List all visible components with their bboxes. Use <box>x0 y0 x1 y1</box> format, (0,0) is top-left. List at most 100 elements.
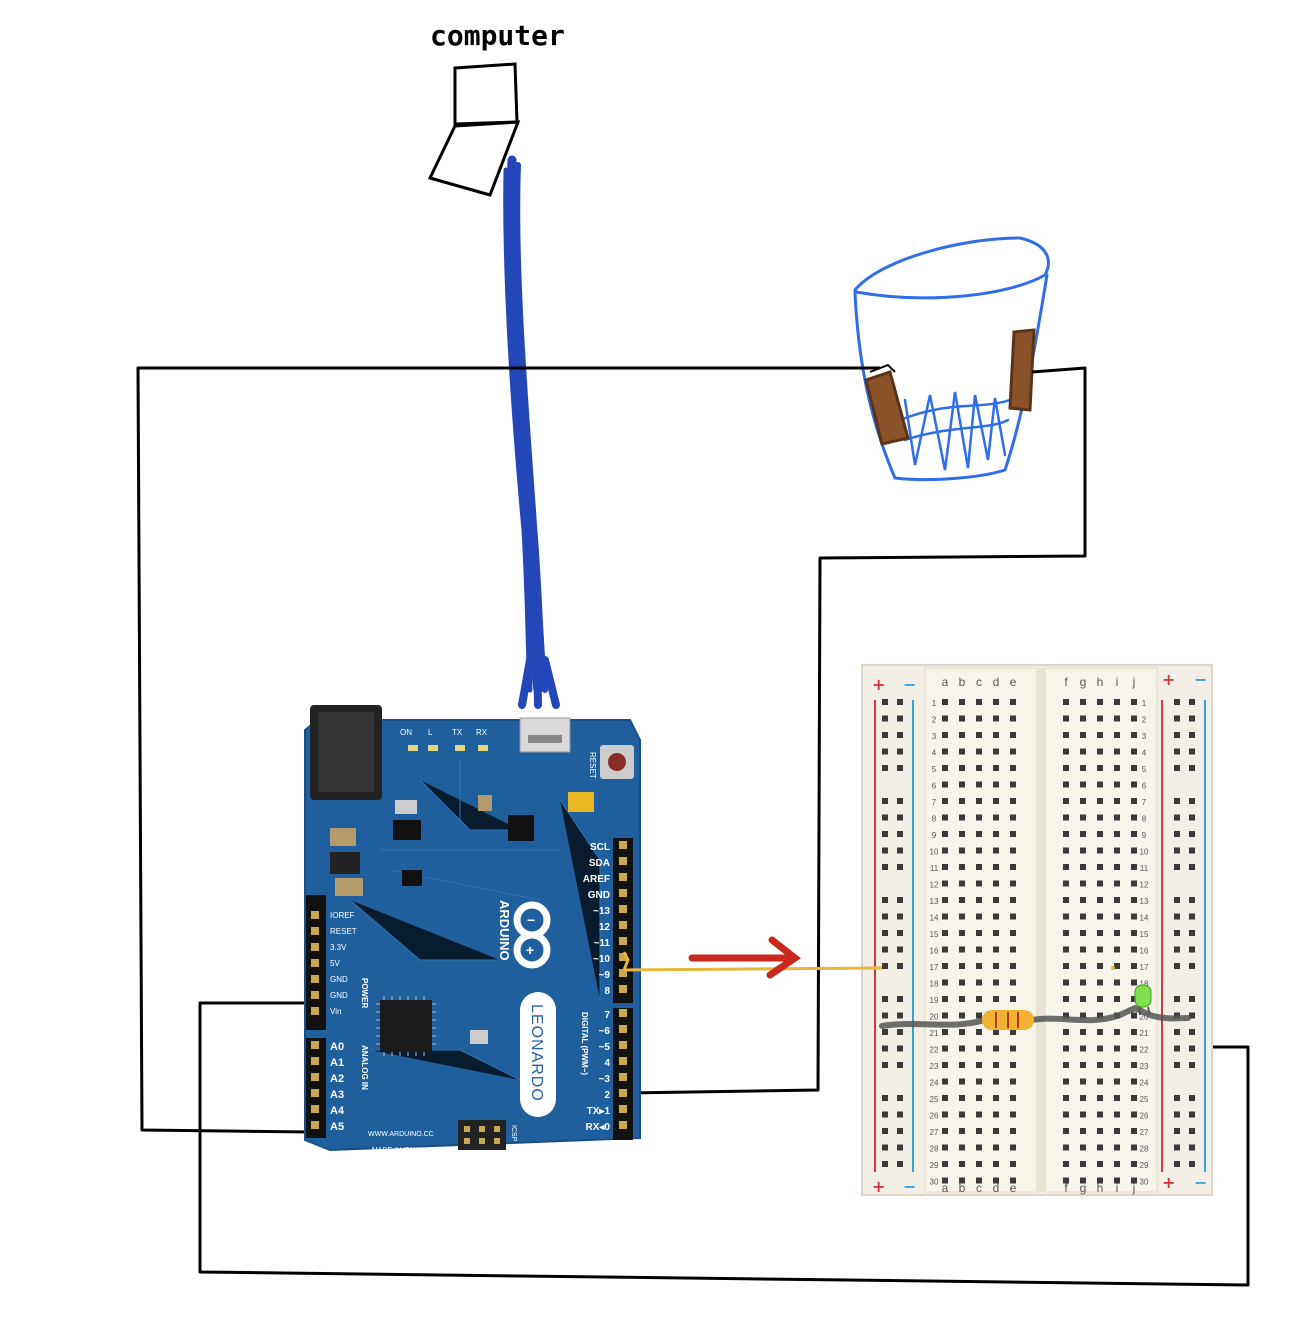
left-rail-minus-top: − <box>903 675 916 694</box>
right-rail-minus-bottom: − <box>1194 1173 1207 1192</box>
row-number-left: 17 <box>930 963 939 972</box>
breadboard-hole <box>1063 914 1069 920</box>
breadboard-hole <box>1010 798 1016 804</box>
computer: computer <box>430 19 565 195</box>
breadboard-hole <box>976 1046 982 1052</box>
breadboard-hole <box>1131 1095 1137 1101</box>
breadboard-hole <box>1010 1128 1016 1134</box>
breadboard-hole <box>959 782 965 788</box>
icsp-header <box>458 1120 506 1150</box>
breadboard-hole <box>976 1161 982 1167</box>
breadboard-hole <box>1063 1029 1069 1035</box>
breadboard-hole <box>1114 765 1120 771</box>
rail-hole <box>897 864 903 870</box>
rail-hole <box>897 963 903 969</box>
digital-pin-hole <box>619 937 627 945</box>
breadboard-hole <box>1080 831 1086 837</box>
rail-hole <box>1189 732 1195 738</box>
breadboard-hole <box>976 765 982 771</box>
digital-pin-label: ~13 <box>593 906 610 917</box>
breadboard-hole <box>1114 1062 1120 1068</box>
breadboard-hole <box>942 716 948 722</box>
rail-hole <box>897 831 903 837</box>
breadboard-hole <box>976 848 982 854</box>
rail-hole <box>1174 1029 1180 1035</box>
row-number-right: 6 <box>1142 782 1147 791</box>
rail-hole <box>1174 1161 1180 1167</box>
breadboard-hole <box>993 798 999 804</box>
row-number-right: 4 <box>1142 749 1147 758</box>
breadboard-hole <box>959 1029 965 1035</box>
breadboard-hole <box>1097 1145 1103 1151</box>
breadboard-hole <box>942 782 948 788</box>
breadboard-hole <box>1063 980 1069 986</box>
rail-hole <box>1174 749 1180 755</box>
row-number-left: 7 <box>932 798 937 807</box>
breadboard-hole <box>959 914 965 920</box>
analog-pin-label: A4 <box>330 1105 345 1117</box>
breadboard-hole <box>1114 881 1120 887</box>
breadboard-hole <box>1114 831 1120 837</box>
breadboard-hole <box>993 1046 999 1052</box>
breadboard-hole <box>942 897 948 903</box>
col-label-bottom: e <box>1010 1181 1017 1195</box>
breadboard-hole <box>1131 765 1137 771</box>
breadboard-hole <box>1010 897 1016 903</box>
col-label-top: d <box>993 675 1000 689</box>
logo-plus: + <box>526 942 534 958</box>
left-rail-plus-top: + <box>872 675 885 694</box>
breadboard-hole <box>1080 881 1086 887</box>
col-label-bottom: d <box>993 1181 1000 1195</box>
col-label-top: i <box>1116 675 1119 689</box>
row-number-right: 13 <box>1140 897 1149 906</box>
digital-pin-hole <box>619 1073 627 1081</box>
breadboard-hole <box>1097 1029 1103 1035</box>
breadboard-hole <box>959 765 965 771</box>
breadboard-hole <box>1114 897 1120 903</box>
breadboard-hole <box>1131 831 1137 837</box>
breadboard-hole <box>1131 897 1137 903</box>
breadboard-hole <box>1097 815 1103 821</box>
rail-hole <box>882 1013 888 1019</box>
breadboard-hole <box>1097 848 1103 854</box>
led-label-tx: TX <box>452 728 463 737</box>
left-rail-minus-bottom: − <box>903 1177 916 1196</box>
rail-hole <box>1189 815 1195 821</box>
breadboard-hole <box>1097 947 1103 953</box>
breadboard-hole <box>942 848 948 854</box>
col-label-bottom: b <box>959 1181 966 1195</box>
breadboard-hole <box>1131 914 1137 920</box>
breadboard-hole <box>942 1145 948 1151</box>
breadboard-hole <box>942 765 948 771</box>
analog-pin-hole <box>311 1121 319 1129</box>
breadboard-hole <box>976 1145 982 1151</box>
breadboard-hole <box>1010 1161 1016 1167</box>
breadboard-hole <box>959 732 965 738</box>
breadboard-hole <box>942 881 948 887</box>
rail-hole <box>882 963 888 969</box>
breadboard-hole <box>1114 848 1120 854</box>
breadboard-hole <box>1010 782 1016 788</box>
breadboard-hole <box>959 864 965 870</box>
breadboard-hole <box>1114 716 1120 722</box>
row-number-left: 22 <box>930 1046 939 1055</box>
breadboard-hole <box>1097 732 1103 738</box>
rail-hole <box>1189 864 1195 870</box>
breadboard-hole <box>1010 1112 1016 1118</box>
breadboard-hole <box>959 980 965 986</box>
breadboard-hole <box>1063 848 1069 854</box>
breadboard-hole <box>1114 1095 1120 1101</box>
breadboard-hole <box>1080 963 1086 969</box>
col-label-top: a <box>942 675 949 689</box>
digital-pin-label: ~3 <box>599 1074 611 1085</box>
row-number-left: 29 <box>930 1161 939 1170</box>
breadboard-hole <box>993 716 999 722</box>
breadboard-hole <box>976 1095 982 1101</box>
rail-hole <box>1174 732 1180 738</box>
rail-hole <box>1189 699 1195 705</box>
breadboard-hole <box>942 1029 948 1035</box>
breadboard-hole <box>1080 749 1086 755</box>
breadboard-hole <box>1131 1062 1137 1068</box>
breadboard-hole <box>1080 1112 1086 1118</box>
